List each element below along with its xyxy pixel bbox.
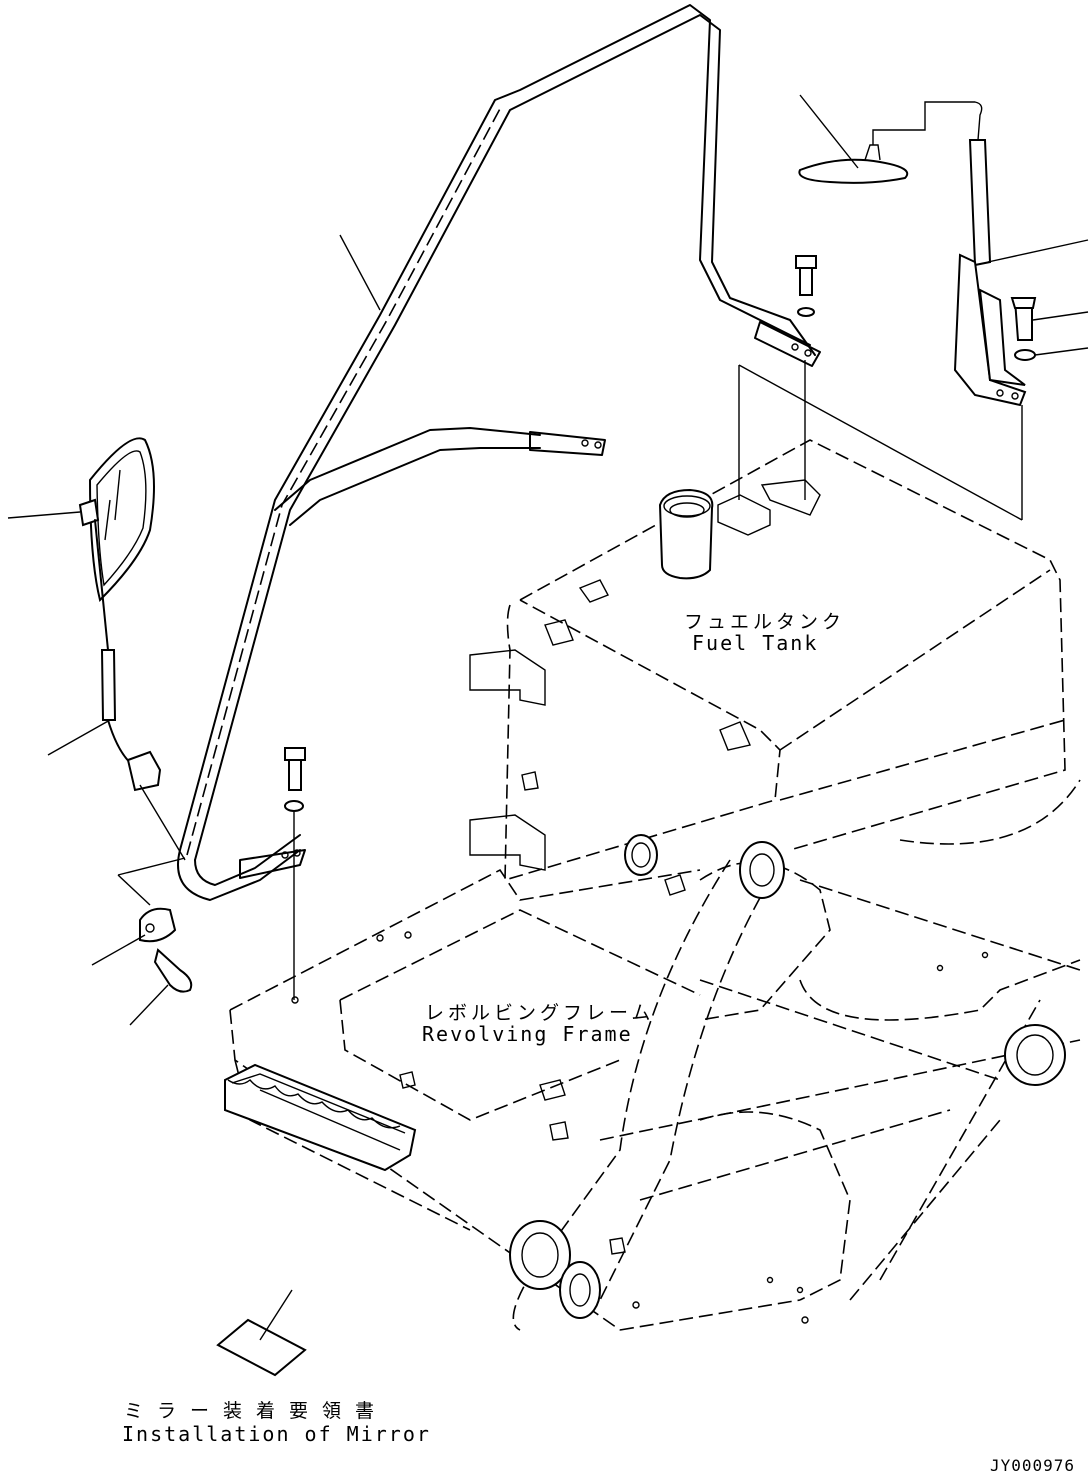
revolving-frame-label-en: Revolving Frame [422, 1022, 633, 1046]
left-mirror [78, 437, 193, 993]
fuel-tank [469, 364, 1066, 882]
revolving-frame [229, 779, 1081, 1331]
bolts [284, 255, 817, 1000]
leader-lines [7, 94, 1089, 1341]
manual-label-jp: ミラー装着要領書 [124, 1400, 389, 1422]
revolving-frame-label-jp: レボルビングフレーム [425, 1002, 655, 1024]
work-lamp [798, 101, 1037, 520]
drawing-code: JY000976 [990, 1456, 1076, 1475]
fuel-tank-label-en: Fuel Tank [692, 631, 819, 655]
installation-manual-sheet [216, 1318, 307, 1377]
handrail [177, 4, 821, 901]
step [224, 1063, 417, 1172]
manual-label-en: Installation of Mirror [122, 1422, 431, 1446]
fuel-tank-label-jp: フュエルタンク [684, 611, 846, 633]
